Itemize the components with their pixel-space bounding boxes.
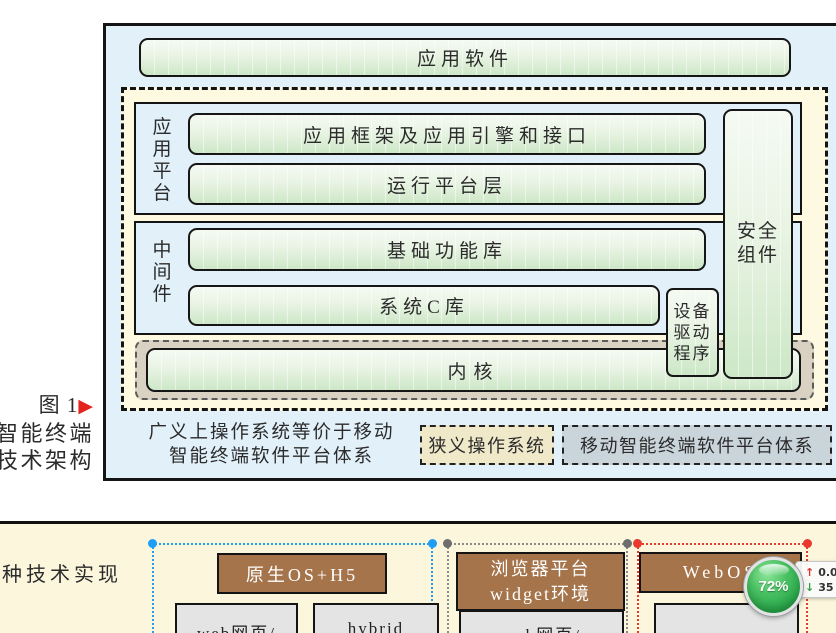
broad-os-note: 广义上操作系统等价于移动 智能终端软件平台体系 — [148, 423, 395, 467]
layer-label: 系统C库 — [379, 297, 469, 318]
layer-system-c-lib: 系统C库 — [188, 285, 660, 326]
figure-number: 图 1▶ — [38, 393, 94, 417]
tech-item: web网页/ — [459, 610, 624, 633]
tech-title-native: 原生OS+H5 — [217, 553, 387, 594]
memory-usage-ball[interactable]: 72% — [744, 557, 803, 616]
layer-label: 运行平台层 — [386, 175, 507, 197]
caption-arrow-icon: ▶ — [78, 396, 94, 417]
caption-line: 智能终端 — [0, 421, 94, 446]
figure1-caption: 图 1▶ 智能终端 技术架构 — [0, 392, 94, 474]
memory-percent: 72% — [758, 578, 789, 595]
caption-line: 技术架构 — [0, 448, 94, 473]
security-component-column: 安全组件 — [723, 109, 793, 379]
layer-app-framework: 应用框架及应用引擎和接口 — [188, 113, 706, 155]
legend-narrow-os: 狭义操作系统 — [420, 425, 554, 465]
handle-dot — [428, 539, 437, 548]
download-arrow-icon: ↓ — [805, 581, 815, 594]
tech-item: hybrid — [313, 603, 439, 633]
group-native-os-h5: 原生OS+H5 web网页/ hybrid — [148, 539, 439, 633]
architecture-diagram: 应用软件 应用平台 应用框架及应用引擎和接口 运行平台层 中间件 基础功能库 系… — [103, 23, 836, 481]
handle-dot — [633, 539, 642, 548]
handle-dot — [443, 539, 452, 548]
section-divider — [0, 521, 836, 524]
middleware-label: 中间件 — [152, 240, 172, 305]
application-platform-label: 应用平台 — [152, 117, 172, 204]
implementations-label: 种技术实现 — [2, 564, 122, 586]
legend-label: 移动智能终端软件平台体系 — [580, 436, 814, 456]
download-row: ↓ 35 — [805, 580, 836, 595]
layer-label: 应用框架及应用引擎和接口 — [302, 125, 591, 147]
layer-base-function-lib: 基础功能库 — [188, 228, 706, 271]
upload-value: 0.0 — [818, 566, 836, 579]
handle-dot — [623, 539, 632, 548]
layer-label: 应用软件 — [416, 49, 513, 70]
device-driver-box: 设备驱动程序 — [666, 288, 719, 377]
narrow-os-dashed-tray: 内核 — [135, 340, 814, 400]
group-browser-widget: 浏览器平台 widget环境 web网页/ — [443, 539, 632, 633]
implementations-section: 种技术实现 原生OS+H5 web网页/ hybrid 浏览器平台 widget… — [0, 524, 836, 633]
handle-dot — [148, 539, 157, 548]
broad-os-dashed-region: 应用平台 应用框架及应用引擎和接口 运行平台层 中间件 基础功能库 系统C库 — [121, 87, 828, 411]
upload-row: ↑ 0.0 — [805, 565, 836, 580]
tech-title-browser: 浏览器平台 widget环境 — [456, 552, 625, 611]
application-platform-box: 应用平台 应用框架及应用引擎和接口 运行平台层 — [134, 102, 802, 215]
handle-dot — [803, 539, 812, 548]
layer-application-software: 应用软件 — [139, 38, 791, 77]
layer-label: 内核 — [447, 361, 500, 383]
download-value: 35 — [818, 581, 834, 594]
legend-platform-system: 移动智能终端软件平台体系 — [562, 425, 832, 465]
legend-label: 狭义操作系统 — [428, 436, 546, 456]
layer-label: 基础功能库 — [386, 241, 507, 262]
tech-item: web网页/ — [175, 603, 298, 633]
layer-runtime-platform: 运行平台层 — [188, 163, 706, 205]
middleware-box: 中间件 基础功能库 系统C库 — [134, 221, 802, 335]
upload-arrow-icon: ↑ — [805, 566, 815, 579]
